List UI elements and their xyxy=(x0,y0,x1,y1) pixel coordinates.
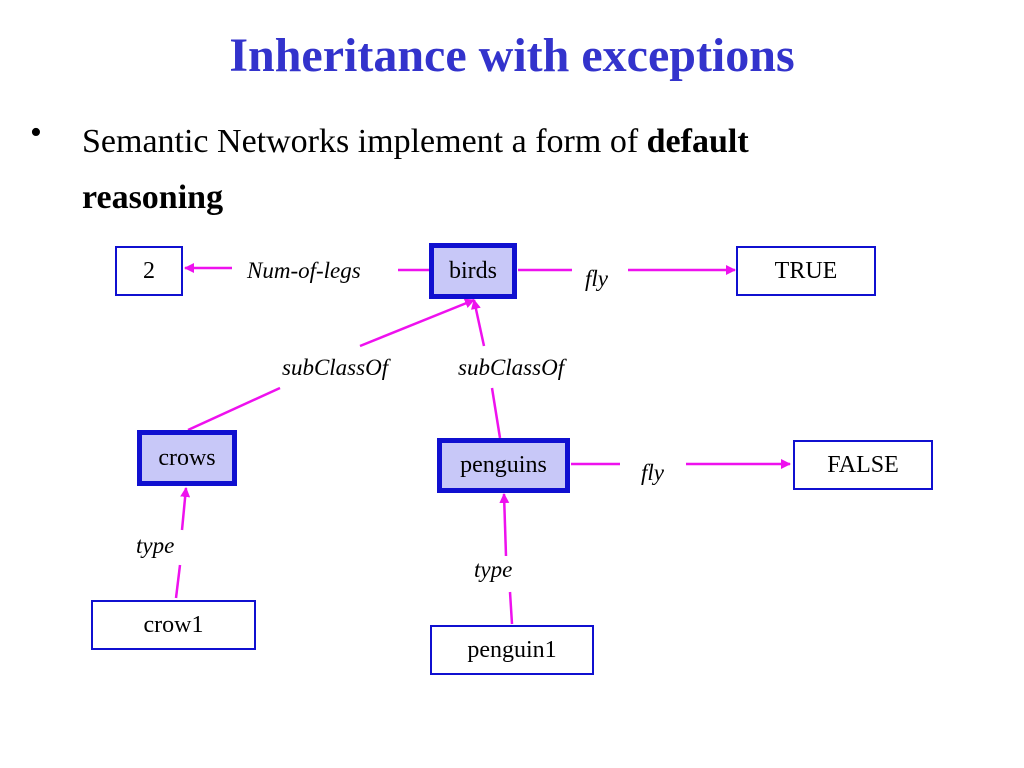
node-penguin1: penguin1 xyxy=(430,625,594,675)
edge-penguins-subclass xyxy=(490,387,502,439)
bullet-bold-reasoning: reasoning xyxy=(82,179,224,216)
edge-penguin1-type-head xyxy=(499,493,510,557)
node-crow1: crow1 xyxy=(91,600,256,650)
label-crow1-type: type xyxy=(136,533,175,558)
edge-crow1-type-head xyxy=(180,487,191,531)
label-penguins-subclassof: subClassOf xyxy=(458,355,565,380)
node-true: TRUE xyxy=(736,246,876,296)
bullet-bold-default: default xyxy=(646,123,749,160)
edge-crows-subclass-head xyxy=(359,298,475,348)
node-2: 2 xyxy=(115,246,183,296)
node-penguins: penguins xyxy=(437,438,570,493)
edge-crows-subclass xyxy=(187,386,281,432)
bullet-marker: • xyxy=(30,114,42,151)
node-crows: crows xyxy=(137,430,237,486)
label-birds-fly: fly xyxy=(585,266,608,291)
label-penguin1-type: type xyxy=(474,557,513,582)
edge-penguin1-type xyxy=(508,591,514,625)
label-penguins-fly: fly xyxy=(641,460,664,485)
edge-crow1-type xyxy=(174,564,182,599)
node-birds: birds xyxy=(429,243,517,299)
node-false: FALSE xyxy=(793,440,933,490)
bullet-plain-text: Semantic Networks implement a form of xyxy=(82,123,647,160)
edge-penguins-subclass-head xyxy=(471,299,486,347)
label-num-of-legs: Num-of-legs xyxy=(247,258,361,283)
bullet-text: Semantic Networks implement a form of de… xyxy=(82,114,922,226)
slide-title: Inheritance with exceptions xyxy=(229,29,795,82)
label-crows-subclassof: subClassOf xyxy=(282,355,389,380)
